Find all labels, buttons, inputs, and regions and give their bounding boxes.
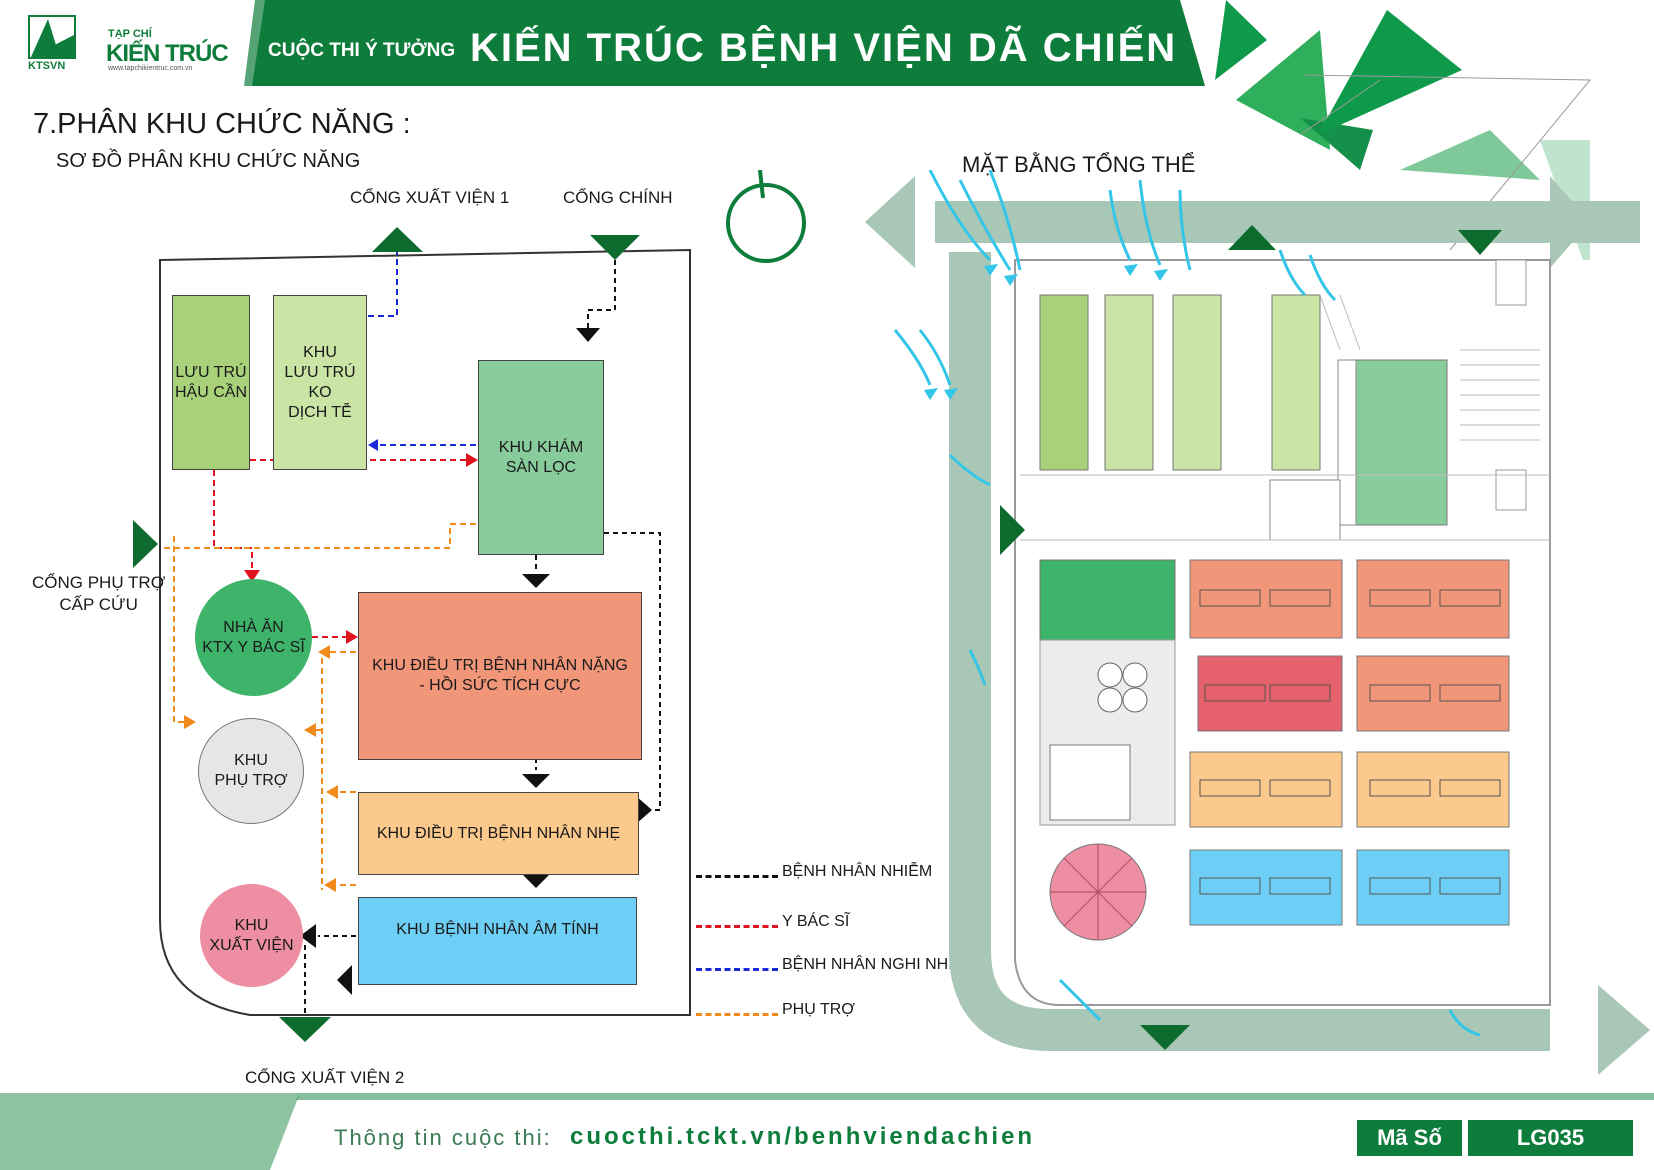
zone-mild-treatment: KHU ĐIỀU TRỊ BỆNH NHÂN NHẸ: [358, 792, 639, 875]
legend-swatch-suspected: [696, 968, 778, 971]
footer-code-value: LG035: [1468, 1120, 1633, 1156]
footer-code-label: Mã Số: [1357, 1120, 1462, 1156]
legend-swatch-doctors: [696, 925, 778, 928]
zone-discharge: KHU XUẤT VIỆN: [200, 884, 303, 987]
gate-exit-1-label: CỔNG XUẤT VIỆN 1: [350, 188, 510, 207]
magazine-logo: KIẾN TRÚC: [106, 40, 229, 67]
footer-band: [0, 1093, 1654, 1170]
zone-auxiliary: KHU PHỤ TRỢ: [198, 718, 304, 824]
section-subheading: SƠ ĐỒ PHÂN KHU CHỨC NĂNG: [56, 150, 361, 172]
gate-exit-2-label: CỔNG XUẤT VIỆN 2: [245, 1068, 405, 1087]
gate-main-label: CỔNG CHÍNH: [563, 188, 673, 207]
legend-label-doctors: Y BÁC SĨ: [782, 913, 850, 930]
section-heading: 7.PHÂN KHU CHỨC NĂNG :: [33, 108, 411, 140]
header-graphics: [244, 0, 1592, 260]
zone-critical-treatment: KHU ĐIỀU TRỊ BỆNH NHÂN NẶNG - HỒI SỨC TÍ…: [358, 592, 642, 760]
zone-epidemic-stay: KHU LƯU TRÚ KO DỊCH TỄ: [273, 295, 367, 470]
ktsvn-logo-text: KTSVN: [28, 60, 66, 72]
legend-swatch-infected: [696, 875, 778, 878]
magazine-small-label: TẠP CHÍ: [108, 28, 152, 40]
footer-info-label: Thông tin cuộc thi:: [334, 1125, 552, 1150]
gate-aux-emergency-label: CỔNG PHỤ TRỢ CẤP CỨU: [32, 573, 166, 614]
page-title: KIẾN TRÚC BỆNH VIỆN DÃ CHIẾN: [470, 26, 1178, 70]
contest-label: CUỘC THI Ý TƯỞNG: [268, 40, 456, 61]
legend-label-suspected: BỆNH NHÂN NGHI NHIỄM: [782, 956, 977, 973]
zone-logistics-stay: LƯU TRÚ HẬU CẦN: [172, 295, 250, 470]
footer-info-url[interactable]: cuocthi.tckt.vn/benhviendachien: [570, 1123, 1036, 1150]
magazine-url: www.tapchikientruc.com.vn: [108, 65, 193, 72]
legend-label-auxiliary: PHỤ TRỢ: [782, 1001, 855, 1018]
site-plan: [865, 170, 1650, 1075]
zone-negative-patients: KHU BỆNH NHÂN ÂM TÍNH: [358, 897, 637, 985]
zone-canteen: NHÀ ĂN KTX Y BÁC SĨ: [195, 579, 312, 696]
ktsvn-logo: KTSVN: [28, 15, 76, 72]
zone-screening: KHU KHÁM SÀN LỌC: [478, 360, 604, 555]
legend-label-infected: BỆNH NHÂN NHIỄM: [782, 863, 933, 880]
legend-swatch-auxiliary: [696, 1013, 778, 1016]
site-plan-title: MẶT BẰNG TỔNG THỂ: [962, 152, 1196, 177]
ktsvn-logo-mark: [28, 15, 76, 59]
